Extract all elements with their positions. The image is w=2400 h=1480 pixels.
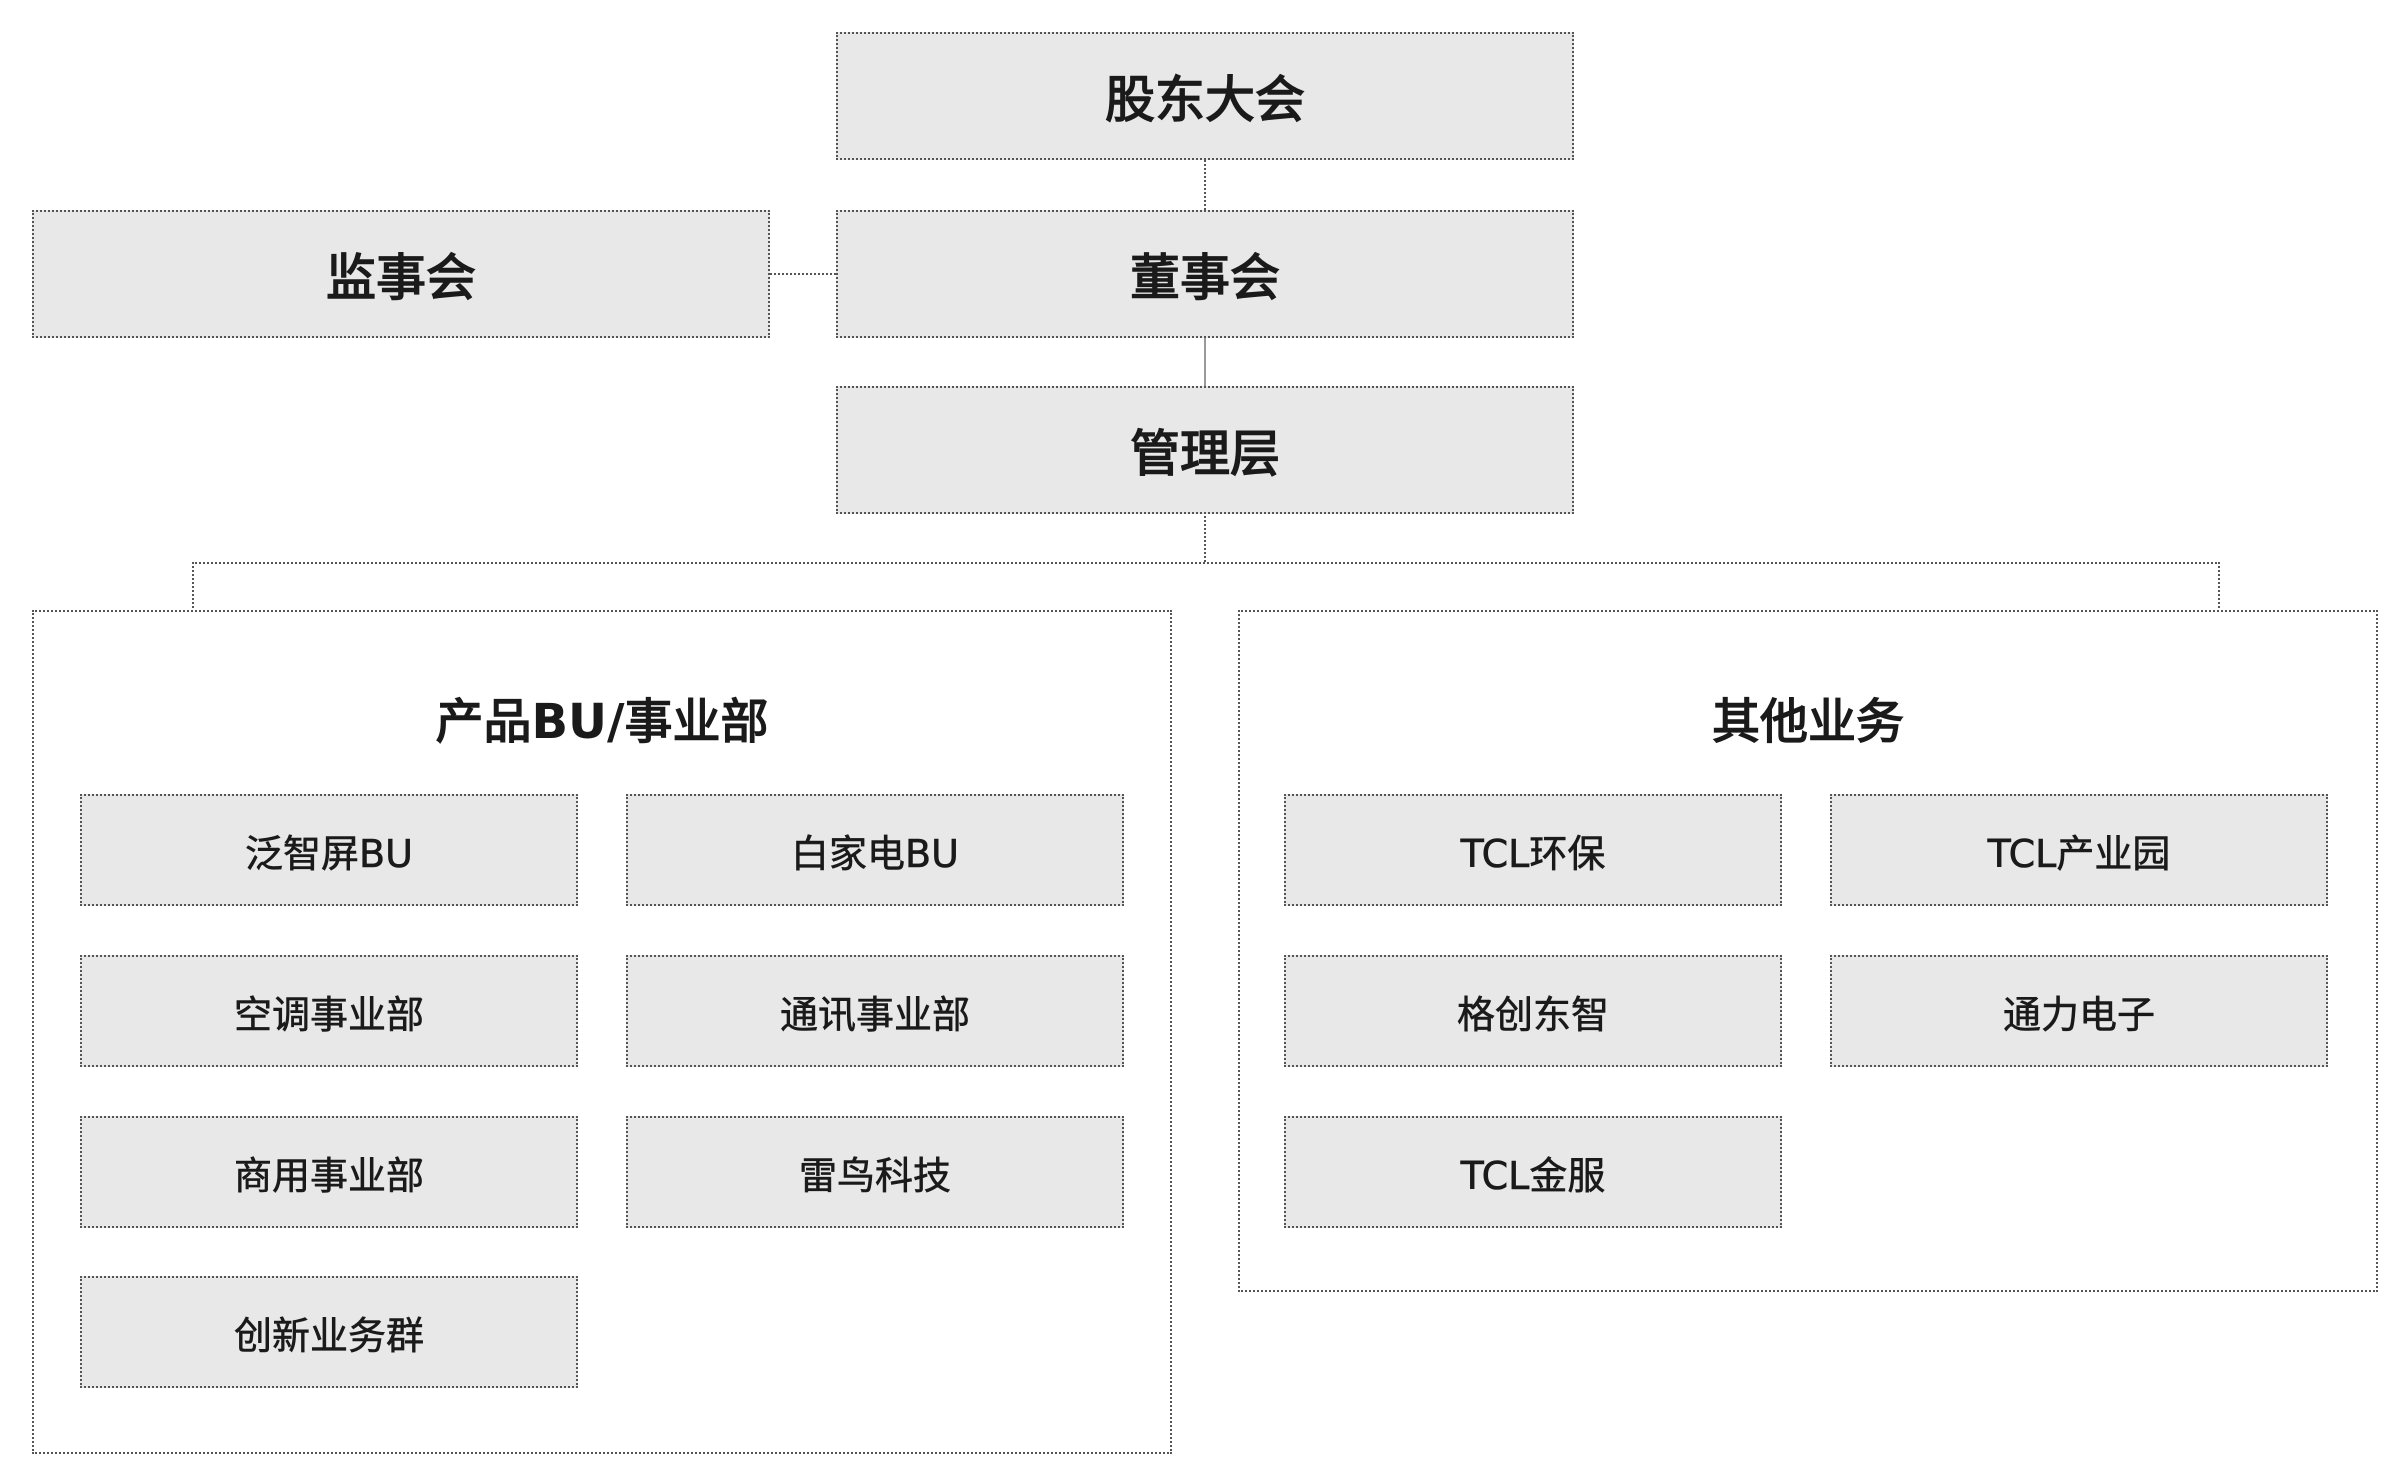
unit-tong-li-dian-zi: 通力电子 <box>1830 955 2328 1067</box>
connector-branch-right <box>2218 562 2220 612</box>
unit-kong-tiao: 空调事业部 <box>80 955 578 1067</box>
group-product-bu-title: 产品BU/事业部 <box>435 694 769 750</box>
unit-bai-jia-dian-bu: 白家电BU <box>626 794 1124 906</box>
connector-branch-horizontal <box>192 562 2220 564</box>
group-other-business: 其他业务 <box>1238 610 2378 1292</box>
connector-supervisory-board <box>770 273 836 275</box>
unit-lei-niao-ke-ji: 雷鸟科技 <box>626 1116 1124 1228</box>
node-shareholders-meeting: 股东大会 <box>836 32 1574 160</box>
node-board-of-directors: 董事会 <box>836 210 1574 338</box>
unit-tong-xun: 通讯事业部 <box>626 955 1124 1067</box>
unit-shang-yong: 商用事业部 <box>80 1116 578 1228</box>
node-management: 管理层 <box>836 386 1574 514</box>
connector-board-management <box>1204 336 1206 386</box>
group-other-business-title: 其他业务 <box>1711 694 1904 750</box>
unit-tcl-chan-ye-yuan: TCL产业园 <box>1830 794 2328 906</box>
unit-tcl-huan-bao: TCL环保 <box>1284 794 1782 906</box>
node-supervisory-board: 监事会 <box>32 210 770 338</box>
unit-tcl-jin-fu: TCL金服 <box>1284 1116 1782 1228</box>
connector-branch-left <box>192 562 194 612</box>
unit-ge-chuang-dong-zhi: 格创东智 <box>1284 955 1782 1067</box>
connector-shareholders-board <box>1204 160 1206 210</box>
unit-chuang-xin: 创新业务群 <box>80 1276 578 1388</box>
unit-fan-zhi-ping-bu: 泛智屏BU <box>80 794 578 906</box>
connector-management-down <box>1204 512 1206 562</box>
